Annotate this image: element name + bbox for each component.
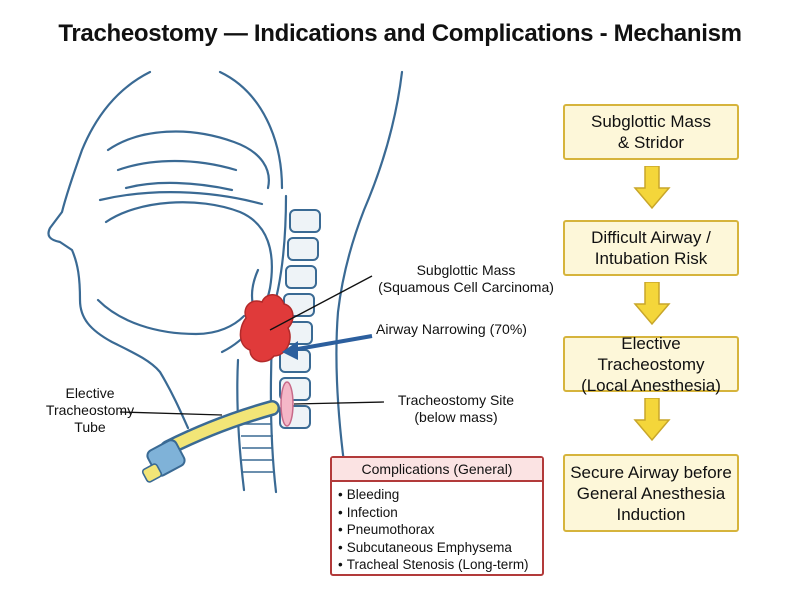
leader-line-mass	[269, 275, 373, 331]
flow-step-subglottic-mass: Subglottic Mass& Stridor	[563, 104, 739, 160]
flow-step-difficult-airway: Difficult Airway /Intubation Risk	[563, 220, 739, 276]
label-subglottic-mass: Subglottic Mass(Squamous Cell Carcinoma)	[378, 262, 554, 295]
list-item: Tracheal Stenosis (Long-term)	[338, 556, 542, 574]
flow-step-elective-tracheostomy: Elective Tracheostomy(Local Anesthesia)	[563, 334, 739, 395]
leader-line-tube	[119, 411, 223, 416]
list-item: Subcutaneous Emphysema	[338, 539, 542, 557]
tracheostomy-site-marker	[280, 381, 294, 427]
neck-back-outline	[335, 70, 404, 480]
flow-arrow-1	[633, 166, 671, 210]
mandible	[96, 298, 246, 336]
nasal-turbinate-lower	[124, 181, 234, 192]
tracheal-rings	[240, 423, 274, 473]
leader-line-site	[293, 401, 385, 405]
list-item: Infection	[338, 504, 542, 522]
airway-narrowing-arrow	[291, 334, 373, 352]
skull-back-outline	[218, 70, 284, 190]
nasal-turbinate	[116, 159, 238, 172]
subglottic-mass	[239, 294, 294, 363]
face-profile-outline	[47, 70, 190, 430]
flow-arrow-3	[633, 398, 671, 442]
tube-connector	[141, 463, 163, 483]
list-item: Bleeding	[338, 486, 542, 504]
nasal-cavity	[106, 130, 270, 190]
complications-list: Bleeding Infection Pneumothorax Subcutan…	[332, 486, 542, 574]
flow-arrow-2	[633, 282, 671, 326]
complications-box: Complications (General) Bleeding Infecti…	[330, 456, 544, 576]
label-tracheostomy-site: Tracheostomy Site(below mass)	[397, 392, 515, 425]
hard-palate	[98, 191, 264, 206]
diagram-title: Tracheostomy — Indications and Complicat…	[58, 20, 742, 47]
list-item: Pneumothorax	[338, 521, 542, 539]
complications-header: Complications (General)	[332, 458, 542, 482]
label-airway-narrowing: Airway Narrowing (70%)	[376, 321, 527, 337]
